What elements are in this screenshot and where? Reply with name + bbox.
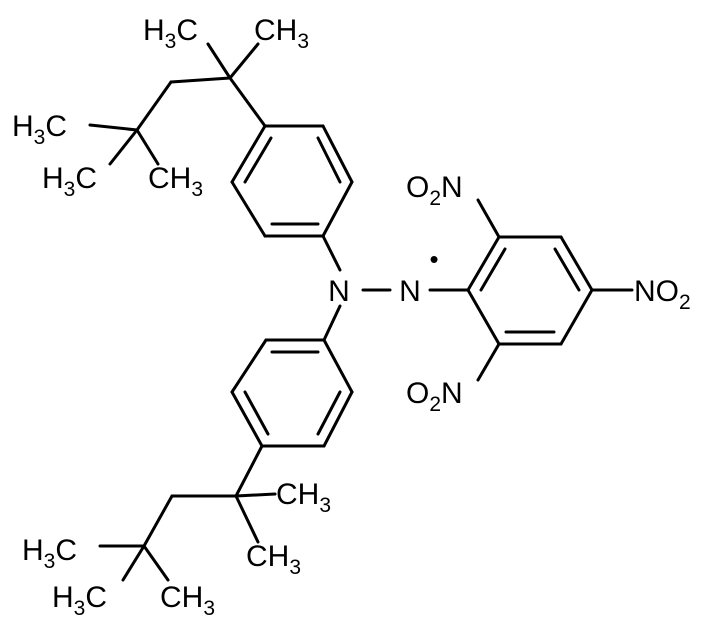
lower-tert-octyl-chain <box>98 444 277 582</box>
bond <box>88 123 139 132</box>
bond <box>230 390 264 448</box>
bond <box>121 544 146 582</box>
nitrogen-1-label: N <box>328 275 350 308</box>
upper-phenyl-ring <box>230 124 354 238</box>
top-tbutyl-lower-right-label: CH3 <box>148 162 203 201</box>
bottom-tbutyl-lower-left-label: H3C <box>52 581 107 620</box>
bond <box>135 128 160 166</box>
bond <box>228 42 260 80</box>
bond <box>322 390 354 448</box>
bottom-methyl-lower-label: CH3 <box>246 540 301 579</box>
nitro-right-label: NO2 <box>634 275 691 314</box>
top-methyl-right-label: CH3 <box>254 14 309 53</box>
bond <box>142 494 174 548</box>
bond <box>230 180 267 238</box>
bond <box>321 124 354 184</box>
nitro-bottom-label: O2N <box>406 377 463 416</box>
bond <box>321 234 342 272</box>
upper-tert-octyl-chain <box>88 42 267 166</box>
lower-phenyl-ring <box>230 338 354 448</box>
bond <box>230 124 267 184</box>
top-tbutyl-upper-label: H3C <box>12 110 67 149</box>
hydrazyl-linkage <box>321 234 470 342</box>
bond <box>322 338 354 394</box>
picryl-ring <box>466 198 634 382</box>
bond <box>321 180 354 238</box>
bottom-tbutyl-lower-right-label: CH3 <box>160 581 215 620</box>
bond <box>234 494 260 544</box>
bond <box>228 76 267 128</box>
bond <box>559 235 594 292</box>
top-methyl-left-label: H3C <box>143 14 198 53</box>
bond <box>234 492 277 498</box>
double-bond-inner <box>243 136 273 184</box>
bond <box>322 304 342 342</box>
bond <box>108 128 139 166</box>
bond <box>466 288 501 346</box>
bond <box>169 76 232 84</box>
double-bond-inner <box>316 136 342 184</box>
nitro-top-label: O2N <box>406 171 463 210</box>
double-bond-inner <box>243 390 270 436</box>
bottom-tbutyl-upper-label: H3C <box>22 534 77 573</box>
double-bond-inner <box>316 390 342 436</box>
radical-dot: • <box>429 244 438 274</box>
atom-labels: N N • O2N NO2 O2N H3C CH3 H3C H3C CH3 CH… <box>12 14 691 620</box>
double-bond-inner <box>479 247 507 292</box>
bond <box>142 544 170 582</box>
bond <box>466 235 501 292</box>
bottom-methyl-upper-label: CH3 <box>276 478 331 517</box>
bond <box>230 338 268 394</box>
bond <box>135 80 173 132</box>
bond <box>559 288 594 346</box>
nitrogen-2-label: N <box>399 275 421 308</box>
top-tbutyl-lower-left-label: H3C <box>42 162 97 201</box>
bond <box>476 198 501 239</box>
double-bond-inner <box>553 247 581 292</box>
bond <box>206 42 232 80</box>
bond <box>234 444 264 498</box>
bond <box>476 342 501 382</box>
